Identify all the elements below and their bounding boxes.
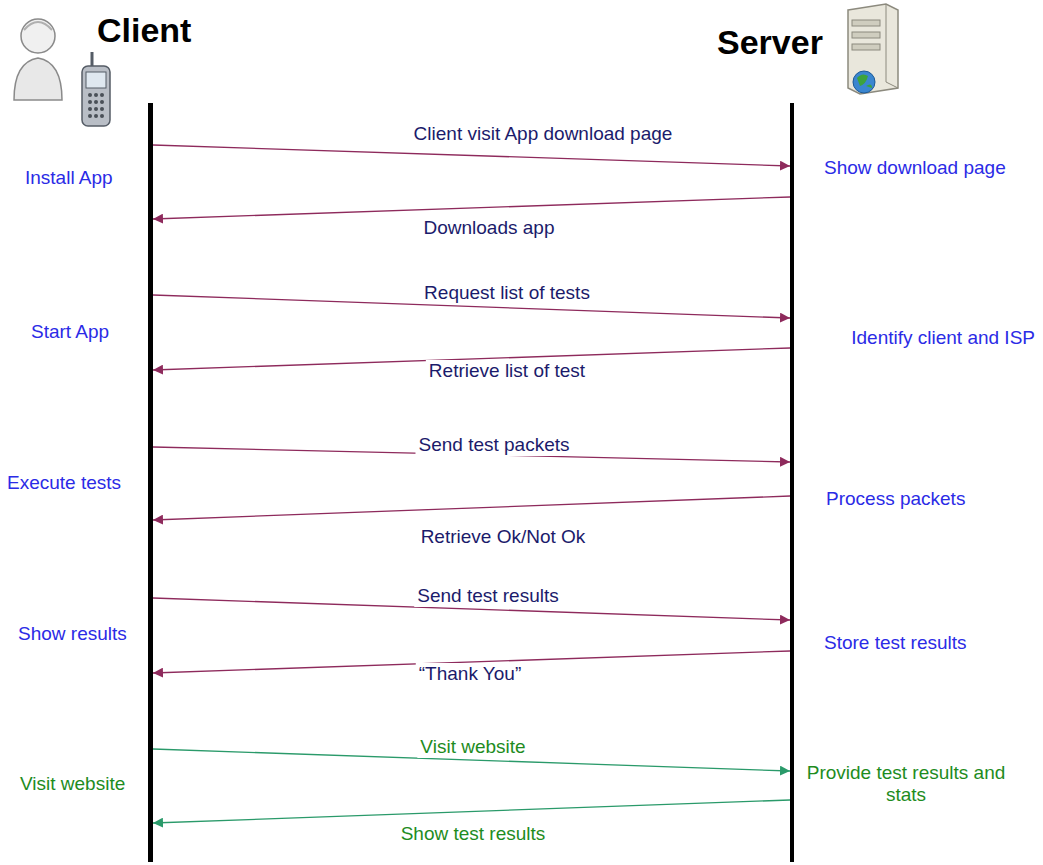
message-arrow xyxy=(153,800,790,823)
step-label: Provide test results and stats xyxy=(806,762,1006,806)
server-icon xyxy=(848,4,898,94)
step-label: Process packets xyxy=(826,488,965,510)
step-label: Show results xyxy=(18,623,127,645)
message-label: Client visit App download page xyxy=(411,123,676,145)
phone-icon xyxy=(82,52,110,126)
step-label: Show download page xyxy=(824,157,1006,179)
message-label: Send test results xyxy=(414,585,562,607)
message-label: Visit website xyxy=(417,736,528,758)
step-label: Store test results xyxy=(824,632,967,654)
lifeline: Server xyxy=(790,103,794,862)
message-label: Downloads app xyxy=(421,217,558,239)
step-label: Identify client and ISP xyxy=(851,327,1035,349)
message-arrow xyxy=(153,197,790,219)
lifeline: Client xyxy=(148,103,153,862)
message-label: Send test packets xyxy=(415,434,572,456)
person-icon xyxy=(14,19,62,100)
message-label: Show test results xyxy=(398,823,549,845)
message-label: Request list of tests xyxy=(421,282,593,304)
message-label: Retrieve list of test xyxy=(426,360,588,382)
participant-heading: Server xyxy=(717,22,823,62)
message-label: Retrieve Ok/Not Ok xyxy=(418,526,589,548)
step-label: Execute tests xyxy=(7,472,121,494)
step-label: Start App xyxy=(31,321,109,343)
message-arrow xyxy=(153,145,790,166)
participant-heading: Client xyxy=(97,10,191,50)
message-label: “Thank You” xyxy=(416,663,524,685)
step-label: Install App xyxy=(25,167,113,189)
message-arrow xyxy=(153,496,790,520)
step-label: Visit website xyxy=(20,773,125,795)
